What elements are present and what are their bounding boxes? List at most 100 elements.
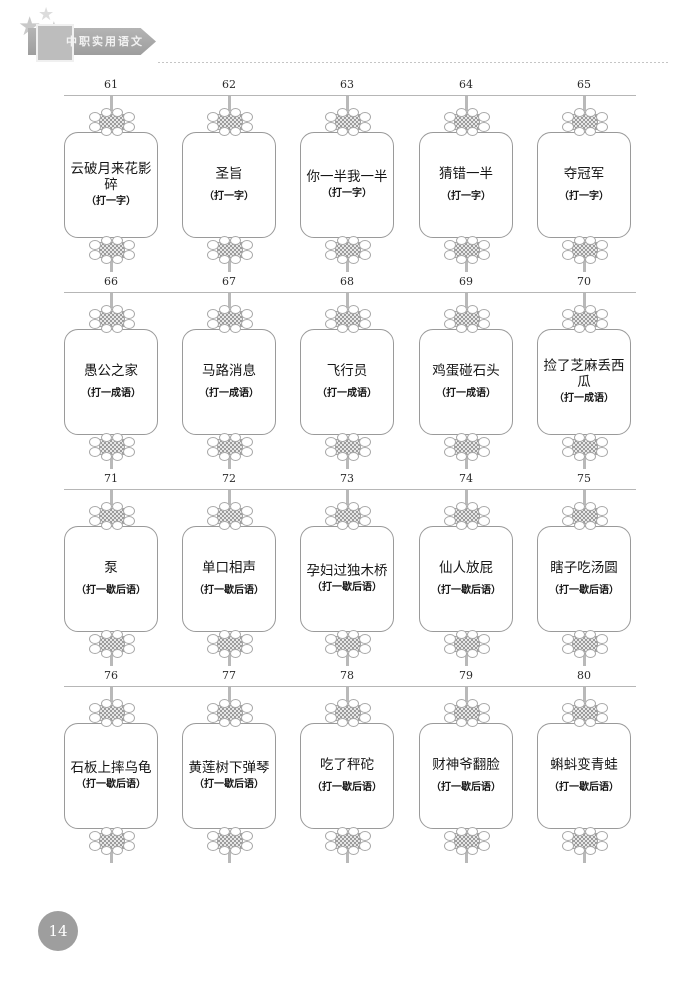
riddle-card[interactable]: 泵（打一歇后语） xyxy=(64,526,158,632)
riddle-answer-hint: （打一歇后语） xyxy=(549,585,619,597)
tassel-stem-top xyxy=(109,490,113,505)
knot-loop xyxy=(337,502,348,511)
knot-core xyxy=(217,508,243,524)
riddle-card[interactable]: 黄莲树下弹琴（打一歇后语） xyxy=(182,723,276,829)
knot-loop xyxy=(456,502,467,511)
riddle-card[interactable]: 瞎子吃汤圆（打一歇后语） xyxy=(537,526,631,632)
knot-loop xyxy=(456,255,467,264)
riddle-card[interactable]: 夺冠军（打一字） xyxy=(537,132,631,238)
knot-loop xyxy=(230,324,241,333)
riddle-answer-hint: （打一字） xyxy=(322,188,372,200)
riddle-card[interactable]: 捡了芝麻丢西瓜（打一成语） xyxy=(537,329,631,435)
riddle-card[interactable]: 吃了秤砣（打一歇后语） xyxy=(300,723,394,829)
knot-loop xyxy=(219,255,230,264)
knot-loop xyxy=(348,108,359,117)
knot-loop xyxy=(359,447,371,457)
riddle-card[interactable]: 孕妇过独木桥（打一歇后语） xyxy=(300,526,394,632)
chinese-knot-icon-bottom xyxy=(88,630,135,658)
riddle-card[interactable]: 愚公之家（打一成语） xyxy=(64,329,158,435)
knot-loop xyxy=(112,108,123,117)
knot-loop xyxy=(348,255,359,264)
knot-loop xyxy=(219,108,230,117)
knot-loop xyxy=(207,240,219,250)
knot-loop xyxy=(596,122,608,132)
riddle-card[interactable]: 猜错一半（打一字） xyxy=(419,132,513,238)
chinese-knot-icon-top xyxy=(324,305,371,333)
knot-loop xyxy=(207,250,219,260)
riddle-card[interactable]: 石板上摔乌龟（打一歇后语） xyxy=(64,723,158,829)
knot-loop xyxy=(123,447,135,457)
knot-loop xyxy=(219,305,230,314)
knot-loop xyxy=(101,649,112,658)
knot-loop xyxy=(101,827,112,836)
riddle-card[interactable]: 你一半我一半 （打一字） xyxy=(300,132,394,238)
knot-loop xyxy=(112,827,123,836)
knot-loop xyxy=(467,827,478,836)
knot-loop xyxy=(241,831,253,841)
riddle-question-text: 夺冠军 xyxy=(563,165,605,182)
knot-loop xyxy=(89,319,101,329)
knot-loop xyxy=(337,827,348,836)
riddle-number: 78 xyxy=(340,669,354,682)
riddle-card[interactable]: 鸡蛋碰石头（打一成语） xyxy=(419,329,513,435)
knot-loop xyxy=(112,649,123,658)
riddle-card-slot: 飞行员（打一成语） xyxy=(300,293,394,469)
knot-loop xyxy=(337,127,348,136)
riddle-question-text: 你一半我一半 xyxy=(306,168,388,185)
tassel-stem-top xyxy=(345,293,349,308)
knot-loop xyxy=(123,634,135,644)
knot-loop xyxy=(89,240,101,250)
tassel-stem-top xyxy=(227,490,231,505)
riddle-card[interactable]: 马路消息（打一成语） xyxy=(182,329,276,435)
riddle-card[interactable]: 蝌蚪变青蛙（打一歇后语） xyxy=(537,723,631,829)
knot-loop xyxy=(456,452,467,461)
riddle-answer-hint: （打一歇后语） xyxy=(431,782,501,794)
knot-loop xyxy=(230,718,241,727)
knot-loop xyxy=(574,630,585,639)
knot-loop xyxy=(478,240,490,250)
knot-loop xyxy=(574,255,585,264)
knot-loop xyxy=(444,516,456,526)
knot-loop xyxy=(230,649,241,658)
chinese-knot-icon-top xyxy=(443,305,490,333)
riddle-card[interactable]: 飞行员（打一成语） xyxy=(300,329,394,435)
tassel-stem-top xyxy=(582,96,586,111)
knot-loop xyxy=(359,506,371,516)
knot-loop xyxy=(456,699,467,708)
knot-loop xyxy=(562,437,574,447)
chinese-knot-icon-top xyxy=(88,108,135,136)
riddle-card[interactable]: 云破月来花影碎（打一字） xyxy=(64,132,158,238)
riddle-card[interactable]: 圣旨（打一字） xyxy=(182,132,276,238)
knot-loop xyxy=(325,644,337,654)
knot-loop xyxy=(348,502,359,511)
knot-loop xyxy=(467,630,478,639)
riddle-card-slot: 蝌蚪变青蛙（打一歇后语） xyxy=(537,687,631,863)
knot-loop xyxy=(348,649,359,658)
riddle-card[interactable]: 财神爷翻脸（打一歇后语） xyxy=(419,723,513,829)
knot-loop xyxy=(337,630,348,639)
knot-loop xyxy=(112,305,123,314)
riddle-card-slot: 吃了秤砣（打一歇后语） xyxy=(300,687,394,863)
chinese-knot-icon-bottom xyxy=(443,236,490,264)
knot-loop xyxy=(89,112,101,122)
knot-loop xyxy=(456,433,467,442)
knot-loop xyxy=(478,447,490,457)
riddle-question-text: 捡了芝麻丢西瓜 xyxy=(543,357,625,390)
riddle-card-track: 愚公之家（打一成语） 马路消息（打一成语） 飞行员（打一成语） 鸡蛋碰石头（打一成语）… xyxy=(0,293,700,471)
riddle-answer-hint: （打一成语） xyxy=(317,388,377,400)
tassel-stem-top xyxy=(109,293,113,308)
chinese-knot-icon-top xyxy=(443,502,490,530)
knot-loop xyxy=(123,703,135,713)
riddle-card[interactable]: 仙人放屁（打一歇后语） xyxy=(419,526,513,632)
riddle-card[interactable]: 单口相声（打一歇后语） xyxy=(182,526,276,632)
riddle-number: 80 xyxy=(577,669,591,682)
riddle-card-slot: 鸡蛋碰石头（打一成语） xyxy=(419,293,513,469)
tassel-stem-top xyxy=(464,96,468,111)
knot-loop xyxy=(444,841,456,851)
knot-loop xyxy=(325,240,337,250)
knot-loop xyxy=(230,236,241,245)
knot-loop xyxy=(456,108,467,117)
riddle-number: 77 xyxy=(222,669,236,682)
knot-loop xyxy=(444,122,456,132)
